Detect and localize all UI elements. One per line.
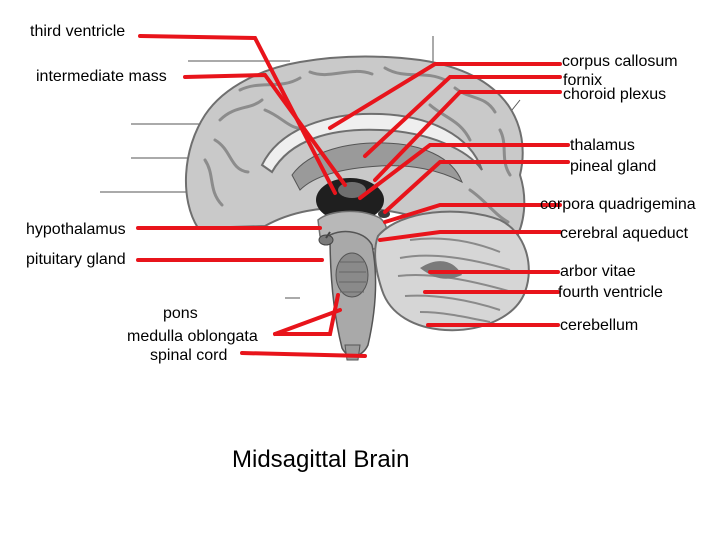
leader-pons <box>273 293 340 336</box>
leader-choroid-plexus <box>373 90 562 182</box>
label-choroid-plexus: choroid plexus <box>563 86 667 103</box>
leader-third-ventricle <box>138 34 337 195</box>
diagram-title: Midsagittal Brain <box>232 446 410 473</box>
leader-thalamus <box>358 143 570 200</box>
leader-corpus-callosum <box>328 62 562 130</box>
label-third-ventricle: third ventricle <box>30 23 126 40</box>
leader-lines <box>136 34 570 358</box>
label-hypothalamus: hypothalamus <box>26 221 126 238</box>
label-fornix: fornix <box>563 72 603 89</box>
label-pons: pons <box>163 305 198 322</box>
label-spinal-cord: spinal cord <box>150 347 228 364</box>
label-corpora-quadrigemina: corpora quadrigemina <box>540 196 696 213</box>
label-medulla-oblongata: medulla oblongata <box>127 328 258 345</box>
label-cerebral-aqueduct: cerebral aqueduct <box>560 225 689 242</box>
leader-intermediate-mass <box>183 72 347 187</box>
label-arbor-vitae: arbor vitae <box>560 263 636 280</box>
leader-cerebral-aqueduct <box>378 230 562 242</box>
leader-medulla <box>273 308 342 336</box>
label-thalamus: thalamus <box>570 137 635 154</box>
label-cerebellum: cerebellum <box>560 317 639 334</box>
label-fourth-ventricle: fourth ventricle <box>558 284 663 301</box>
leader-spinal-cord <box>240 351 367 358</box>
label-pituitary-gland: pituitary gland <box>26 251 126 268</box>
label-corpus-callosum: corpus callosum <box>562 53 678 70</box>
label-pineal-gland: pineal gland <box>570 158 657 175</box>
leader-corpora-quadrigemina <box>383 203 562 224</box>
leader-pineal-gland <box>383 160 570 214</box>
label-intermediate-mass: intermediate mass <box>36 68 167 85</box>
leader-fornix <box>363 75 562 158</box>
